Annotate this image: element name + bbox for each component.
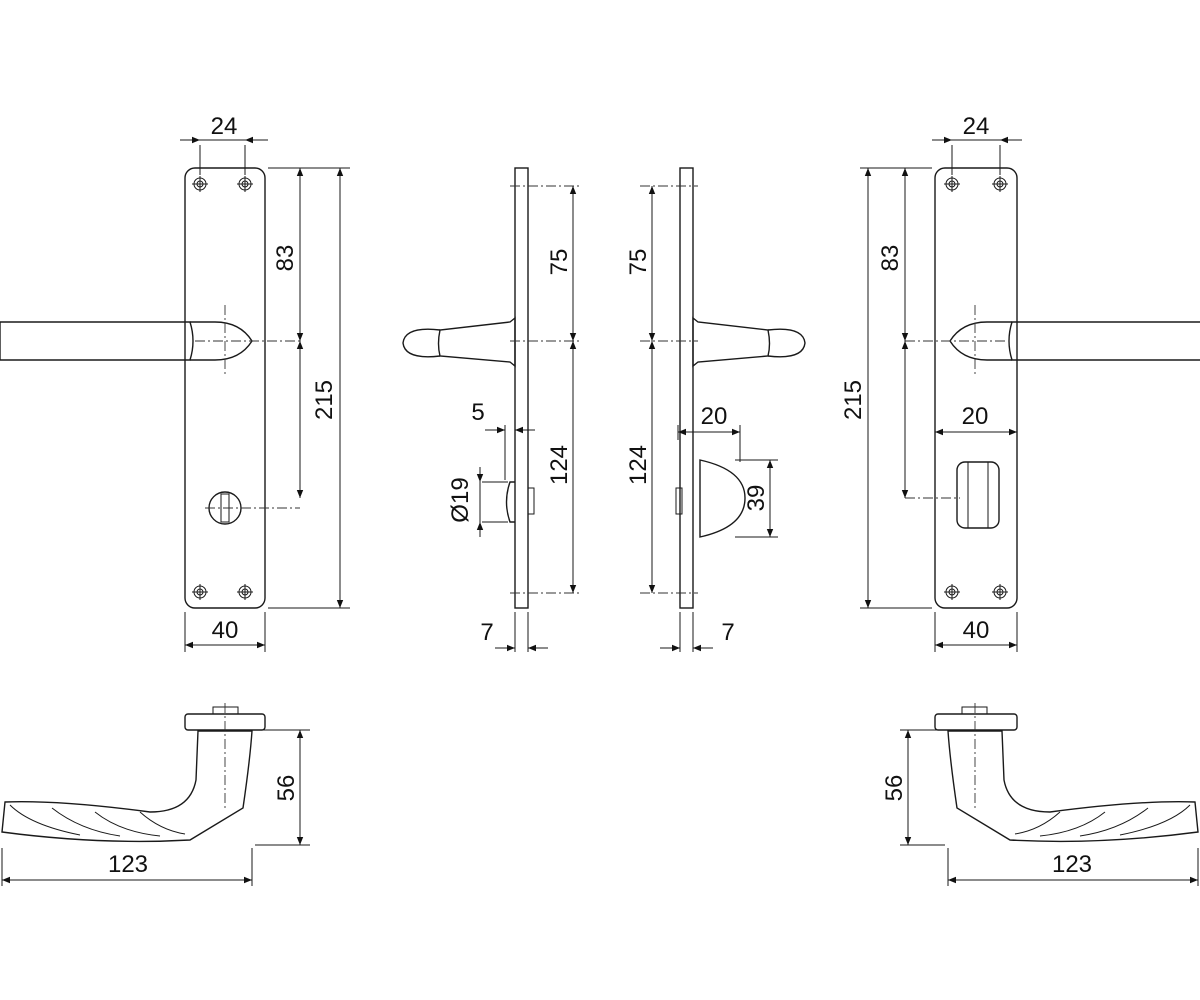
screw-icon	[991, 583, 1009, 601]
dim-lever-to-bottom: 124	[625, 445, 652, 485]
dim-turn-width: 20	[962, 403, 989, 430]
backplate	[184, 167, 266, 609]
backplate-side	[679, 167, 694, 609]
dim-knob-diameter: Ø19	[447, 477, 474, 522]
dim-height-to-lever: 83	[272, 245, 299, 272]
screw-icon	[236, 175, 254, 193]
thumb-turn	[956, 461, 1000, 529]
dim-pitch: 24	[963, 113, 990, 140]
screw-icon	[943, 583, 961, 601]
dim-height: 56	[881, 775, 908, 802]
dim-width: 40	[212, 617, 239, 644]
dim-length: 123	[1052, 851, 1092, 878]
dim-turn-width: 20	[701, 403, 728, 430]
dim-total-height: 215	[311, 380, 338, 420]
dim-plate-depth: 7	[721, 619, 734, 646]
lever	[0, 321, 194, 361]
dim-pitch: 24	[211, 113, 238, 140]
lever-top-view	[1, 730, 253, 843]
knob-side	[505, 481, 515, 523]
lever-side	[437, 316, 516, 368]
dim-lever-offset: 75	[625, 249, 652, 276]
dim-turn-height: 39	[743, 485, 770, 512]
dim-width: 40	[963, 617, 990, 644]
right-front-view: 24 83 215 20 40	[840, 113, 1200, 652]
dim-plate-depth: 7	[480, 619, 493, 646]
rose	[934, 713, 1018, 731]
screw-icon	[991, 175, 1009, 193]
screw-icon	[236, 583, 254, 601]
screw-icon	[943, 175, 961, 193]
lever	[1008, 321, 1200, 361]
screw-icon	[191, 175, 209, 193]
left-handle-view: 56 123	[1, 703, 310, 886]
dim-length: 123	[108, 851, 148, 878]
screw-icon	[191, 583, 209, 601]
dim-total-height: 215	[840, 380, 867, 420]
backplate	[934, 167, 1018, 609]
backplate-side	[514, 167, 529, 609]
lever-side	[692, 316, 771, 368]
lever-top-view	[947, 730, 1199, 843]
right-side-view: 75 124 20 39 7	[625, 167, 806, 652]
thumb-turn-side	[699, 459, 746, 538]
dim-height: 56	[273, 775, 300, 802]
dim-lever-to-bottom: 124	[546, 445, 573, 485]
dim-lever-offset: 75	[546, 249, 573, 276]
right-handle-view	[900, 703, 1199, 886]
dim-knob-offset: 5	[471, 399, 484, 426]
left-front-view: 24 83 215 40	[0, 113, 350, 652]
left-side-view: 75 124 5 Ø19 7	[402, 167, 580, 652]
dim-height-to-lever: 83	[877, 245, 904, 272]
